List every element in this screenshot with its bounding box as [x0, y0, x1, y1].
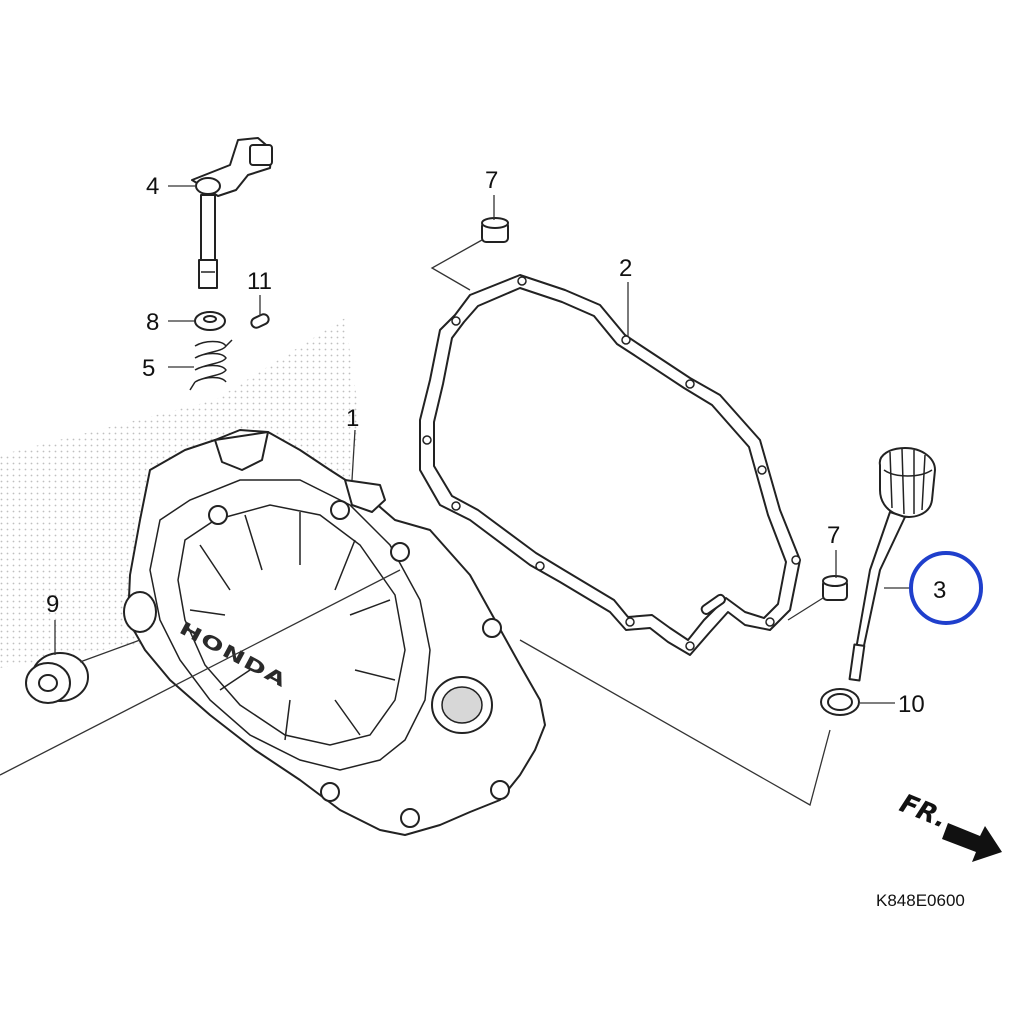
part-8-washer [194, 311, 226, 331]
front-direction-indicator: FR. [895, 789, 1002, 862]
part-7-dowel-top [481, 217, 509, 243]
front-arrow-icon [942, 823, 1002, 862]
callout-7-lower: 7 [827, 522, 840, 549]
highlight-circle-callout-3 [909, 551, 983, 625]
callout-9: 9 [46, 591, 59, 618]
part-1-right-crankcase-cover: HONDA [123, 429, 546, 836]
callout-7-top: 7 [485, 167, 498, 194]
callout-5: 5 [142, 355, 155, 382]
part-9-oil-seal [25, 652, 89, 704]
callout-10: 10 [898, 691, 925, 718]
part-7-dowel-lower [822, 575, 848, 601]
callout-labels: 1 2 3 4 5 7 7 8 9 10 11 [46, 167, 946, 718]
callout-2: 2 [619, 255, 632, 282]
part-2-gasket [419, 274, 801, 656]
callout-3: 3 [933, 577, 946, 604]
front-label: FR. [895, 789, 951, 835]
gasket-bolt-holes [422, 276, 801, 651]
callout-1: 1 [346, 405, 359, 432]
callout-8: 8 [146, 309, 159, 336]
callout-4: 4 [146, 173, 159, 200]
part-5-spring [189, 339, 233, 391]
part-10-o-ring [820, 688, 860, 716]
leader-lines [0, 185, 910, 806]
oil-filler-boss [431, 676, 493, 734]
part-3-oil-dipstick [848, 447, 936, 682]
drawing-code: K848E0600 [876, 891, 965, 910]
callout-11: 11 [247, 268, 272, 295]
part-4-lever-shaft [191, 137, 273, 289]
part-11-pin [250, 313, 270, 329]
